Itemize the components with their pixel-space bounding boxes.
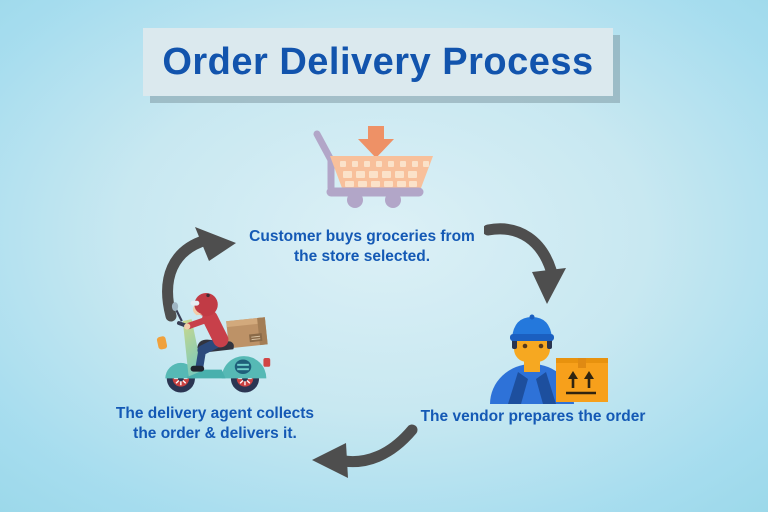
vendor-parcel-box-icon [556, 358, 608, 402]
title-banner: Order Delivery Process [143, 28, 613, 96]
delivery-parcel-icon [226, 317, 268, 349]
down-arrow-icon [358, 126, 394, 158]
step-caption-customer: Customer buys groceries from the store s… [212, 227, 512, 268]
shopping-cart-icon [313, 126, 433, 208]
page-title: Order Delivery Process [162, 40, 594, 83]
arrow-delivery-to-customer-icon [162, 227, 236, 322]
step-caption-vendor: The vendor prepares the order [393, 407, 673, 427]
delivery-scooter-icon [156, 292, 271, 393]
caption-line: The delivery agent collects [115, 405, 315, 422]
caption-line: the store selected. [293, 248, 431, 266]
delivery-agent-icon [184, 292, 229, 372]
caption-line: the order & delivers it. [133, 425, 297, 443]
step-caption-delivery: The delivery agent collects the order & … [85, 404, 345, 445]
caption-line: The vendor prepares the order [420, 408, 646, 425]
arrow-customer-to-vendor-icon [484, 223, 566, 304]
vendor-icon [490, 314, 608, 404]
arrow-vendor-to-delivery-icon [312, 424, 418, 478]
caption-line: Customer buys groceries from [249, 228, 475, 245]
